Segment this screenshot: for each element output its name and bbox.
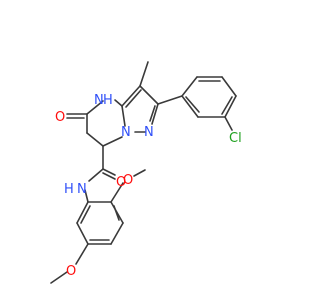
bond — [113, 205, 120, 221]
bond — [102, 136, 123, 147]
bond — [50, 271, 68, 284]
atom-label-amide-n: N — [77, 182, 87, 197]
atom-label-amide-h: H — [64, 182, 74, 197]
bond — [80, 205, 91, 224]
atom-label-ketone-o: O — [55, 110, 65, 125]
molecule-structure: N H N N O O N H O O Cl — [50, 61, 242, 284]
bond — [125, 89, 142, 108]
bond — [181, 95, 199, 118]
atom-label-ring-n1: N — [121, 125, 131, 140]
bond — [139, 61, 149, 87]
bond — [102, 168, 116, 176]
bond — [88, 168, 104, 182]
bond — [110, 222, 124, 245]
bond — [139, 85, 159, 105]
atom-label-chlorine: Cl — [229, 131, 242, 146]
bond — [102, 172, 116, 180]
bond — [224, 95, 237, 118]
bond — [221, 76, 237, 97]
bond — [86, 100, 104, 115]
bond — [121, 105, 126, 127]
bond — [151, 103, 159, 125]
atom-label-ring-n2: N — [144, 125, 154, 140]
atom-label-nh-n: N — [94, 93, 104, 108]
bond — [76, 201, 89, 224]
atom-labels: N H N N O O N H O O Cl — [55, 93, 242, 279]
bond — [110, 182, 124, 203]
bond — [84, 189, 89, 203]
atom-label-amide-o: O — [116, 175, 126, 190]
bonds — [50, 61, 237, 284]
bond — [157, 95, 183, 105]
atom-label-nh-h: H — [103, 93, 113, 108]
bond — [114, 99, 123, 107]
bond — [75, 243, 89, 265]
bond — [76, 222, 89, 245]
atom-label-para-methoxy-o: O — [66, 264, 76, 279]
bond — [224, 116, 233, 131]
bond — [181, 76, 198, 97]
bond — [121, 85, 141, 107]
bond — [86, 132, 104, 147]
bond — [221, 96, 233, 115]
bond — [149, 105, 156, 122]
bond — [185, 96, 200, 113]
atom-label-ortho-methoxy-o: O — [123, 173, 133, 188]
bond — [133, 169, 146, 177]
